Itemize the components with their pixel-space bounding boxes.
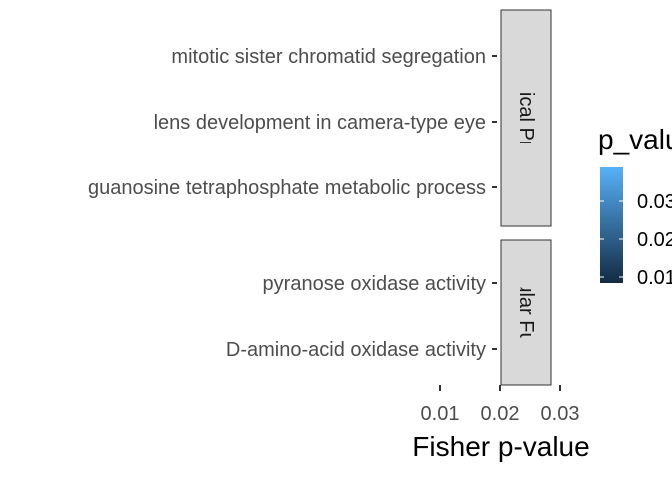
x-axis-title: Fisher p-value (412, 431, 589, 462)
facet-strip-label: Biological Process (515, 36, 537, 199)
legend-colorbar (600, 167, 623, 283)
facet-strip (500, 9, 552, 227)
y-tick-label: lens development in camera-type eye (154, 112, 486, 134)
legend-label: 0.01 (637, 267, 672, 289)
facet-strip (500, 239, 552, 386)
legend: p_value 0.03 0.02 0.01 (598, 124, 672, 289)
y-tick-label: pyranose oxidase activity (263, 273, 486, 295)
x-tick-label: 0.01 (421, 403, 460, 425)
legend-title: p_value (598, 124, 672, 155)
x-tick-label: 0.03 (541, 403, 580, 425)
y-tick-label: guanosine tetraphosphate metabolic proce… (88, 177, 486, 199)
y-tick-label: mitotic sister chromatid segregation (171, 46, 486, 68)
legend-label: 0.02 (637, 229, 672, 251)
y-tick-label: D-amino-acid oxidase activity (226, 339, 486, 361)
legend-label: 0.03 (637, 191, 672, 213)
x-tick-label: 0.02 (481, 403, 520, 425)
facet-strip-label: Molecular Function (515, 228, 537, 397)
